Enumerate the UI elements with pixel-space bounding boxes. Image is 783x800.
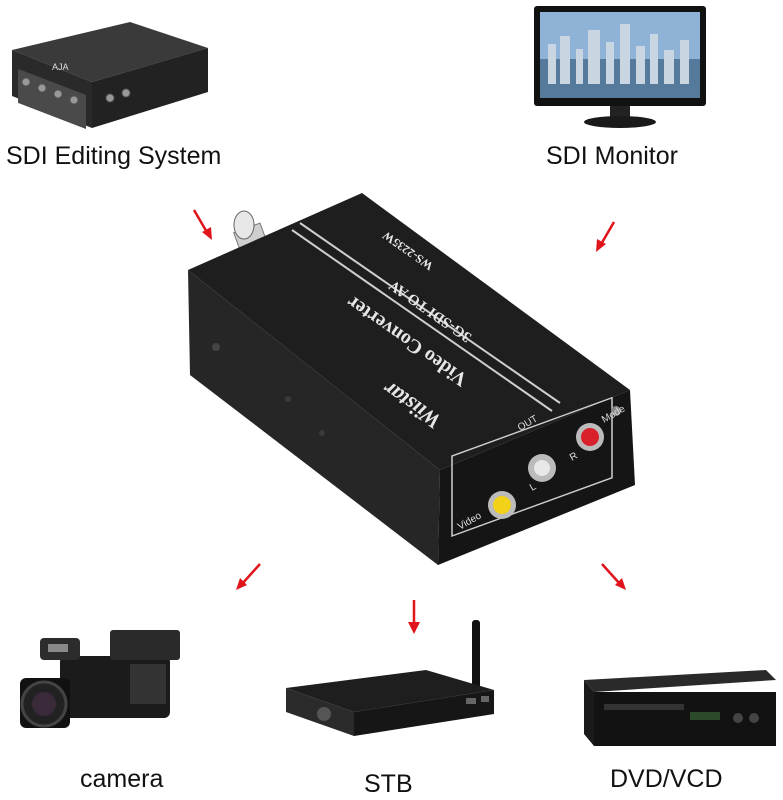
arrow-to-dvd	[601, 563, 626, 590]
dvd-vcd-image	[584, 670, 776, 746]
label-sdi-monitor: SDI Monitor	[546, 142, 678, 170]
arrow-from-sdi-monitor	[596, 221, 616, 252]
arrow-to-camera	[236, 563, 261, 590]
sdi-editing-system-image: AJA	[12, 22, 208, 130]
sdi-monitor-image	[534, 6, 706, 128]
video-converter-device: WS-2235W 3G-SDI TO AV Video Converter Wi…	[188, 193, 635, 565]
arrow-from-sdi-editing	[192, 209, 212, 240]
label-camera: camera	[80, 765, 164, 793]
stb-image	[286, 620, 494, 736]
camera-image	[20, 630, 180, 728]
label-dvd-vcd: DVD/VCD	[610, 765, 723, 793]
label-stb: STB	[364, 770, 413, 798]
svg-text:AJA: AJA	[52, 62, 69, 72]
port-l-label: L	[528, 481, 539, 494]
port-r-label: R	[568, 450, 580, 463]
arrow-to-stb	[408, 600, 420, 634]
label-sdi-editing-system: SDI Editing System	[6, 142, 222, 170]
